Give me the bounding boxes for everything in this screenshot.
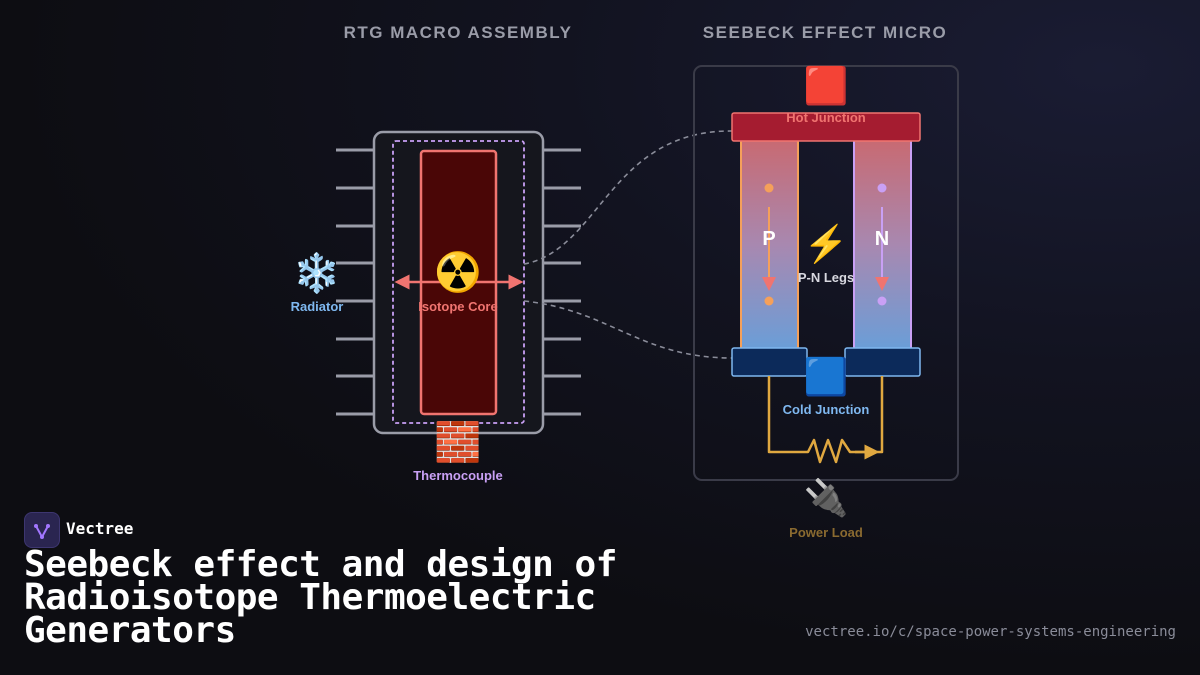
n-carrier-top: [877, 183, 887, 193]
isotope-core-label: Isotope Core: [418, 299, 497, 314]
n-type-leg: [853, 139, 912, 351]
plug-icon: 🔌: [804, 477, 849, 518]
cold-junction-label: Cold Junction: [783, 402, 870, 417]
micro-section-heading: SEEBECK EFFECT MICRO: [703, 23, 947, 42]
brand-name: Vectree: [66, 519, 134, 538]
vectree-logo-mark: [34, 524, 50, 539]
p-leg-label: P: [762, 228, 775, 250]
seebeck-panel: [693, 65, 959, 481]
pn-legs-label: P-N Legs: [798, 270, 854, 285]
source-url[interactable]: vectree.io/c/space-power-systems-enginee…: [805, 624, 1176, 640]
zoom-connector-top: [523, 130, 733, 265]
snowflake-icon: ❄️: [293, 251, 340, 295]
radiator-fins-left: [336, 148, 374, 416]
red-square-icon: 🟥: [804, 65, 849, 106]
vectree-logo: [24, 512, 60, 548]
thermocouple-label: Thermocouple: [413, 468, 503, 483]
cold-junction-bar-left: [731, 347, 808, 377]
radiator-fins-right: [543, 148, 581, 416]
p-carrier-bottom: [764, 296, 774, 306]
power-load-label: Power Load: [789, 525, 863, 540]
blue-square-icon: 🟦: [804, 356, 849, 397]
thermocouple-layer: [392, 140, 525, 424]
cold-junction-bar-right: [844, 347, 921, 377]
macro-section-heading: RTG MACRO ASSEMBLY: [344, 23, 573, 42]
radioactive-icon: ☢️: [434, 250, 481, 294]
p-carrier-top: [764, 183, 774, 193]
zoom-connector-bottom: [523, 300, 733, 359]
hot-junction-bar: [731, 112, 921, 142]
lightning-icon: ⚡: [804, 223, 849, 265]
n-leg-label: N: [875, 228, 889, 250]
n-carrier-bottom: [877, 296, 887, 306]
page-title: Seebeck effect and design of Radioisotop…: [24, 544, 617, 651]
hot-junction-label: Hot Junction: [786, 110, 865, 125]
brick-icon: 🧱: [434, 420, 481, 464]
radiator-label: Radiator: [291, 299, 344, 314]
